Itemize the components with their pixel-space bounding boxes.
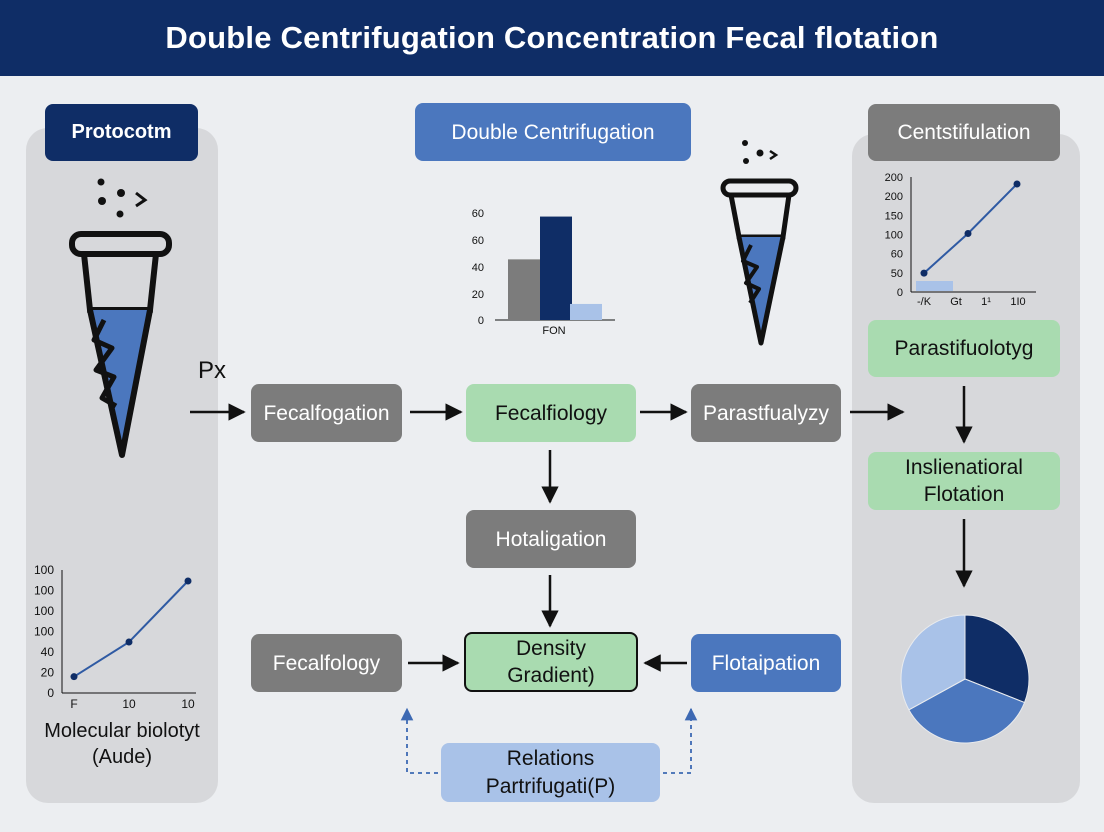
left-panel <box>26 128 218 803</box>
density-gradient-line1: Density <box>515 637 587 660</box>
inslienatioral-line1: Inslienatioral <box>905 456 1023 479</box>
pie-slice <box>964 614 1030 704</box>
left-x-tick-label: F <box>70 697 77 711</box>
right-y-tick-label: 50 <box>891 268 903 280</box>
dashed-arrow-right <box>663 707 698 774</box>
parastfualyzy-box: Parastfualyzy <box>691 384 841 442</box>
right-y-tick-label: 200 <box>885 191 903 203</box>
bar <box>570 303 602 320</box>
right-x-tick-label: -/K <box>917 296 932 308</box>
px-label: Px <box>198 357 227 384</box>
left-x-tick-label: 10 <box>122 697 136 711</box>
inslienatioral-flotation-box: Inslienatioral Flotation <box>868 452 1060 510</box>
left-y-tick-label: 100 <box>34 625 54 639</box>
right-x-tick-label: 1¹ <box>981 296 991 308</box>
density-gradient-box: Density Gradient) <box>464 632 638 692</box>
relations-line2: Partrifugati(P) <box>485 774 616 798</box>
relations-box: Relations Partrifugati(P) <box>441 743 660 802</box>
fecalfogation-box: Fecalfogation <box>251 384 402 442</box>
left-y-tick-label: 100 <box>34 563 54 577</box>
right-data-point <box>964 230 972 237</box>
left-caption-line1: Molecular biolotyt <box>44 720 200 742</box>
bar <box>508 259 540 320</box>
right-chart-bar <box>916 281 953 291</box>
bar-y-tick-label: 60 <box>472 235 484 247</box>
bar <box>540 216 572 320</box>
flotaipation-box: Flotaipation <box>691 634 841 692</box>
bar-x-tick-label: FON <box>542 325 565 337</box>
left-y-tick-label: 100 <box>34 604 54 618</box>
left-y-tick-label: 40 <box>41 645 55 659</box>
bar-y-tick-label: 60 <box>472 208 484 220</box>
pie-slice <box>900 614 966 711</box>
right-y-tick-label: 200 <box>885 172 903 184</box>
page-title: Double Centrifugation Concentration Feca… <box>0 0 1104 76</box>
center-title: Double Centrifugation <box>415 103 691 161</box>
left-data-point <box>70 673 78 681</box>
parastifuolotyg-box: Parastifuolotyg <box>868 320 1060 377</box>
density-gradient-line2: Gradient) <box>507 664 595 687</box>
right-data-point <box>1013 180 1021 188</box>
left-y-tick-label: 20 <box>41 666 55 680</box>
bar-y-tick-label: 0 <box>478 315 484 327</box>
center-test-tube-icon <box>720 140 799 346</box>
right-x-tick-label: Gt <box>950 296 962 308</box>
right-panel-title: Centstifulation <box>868 104 1060 161</box>
left-data-point <box>125 638 133 646</box>
inslienatioral-line2: Flotation <box>923 483 1005 506</box>
dashed-arrow-left <box>400 707 438 774</box>
right-y-tick-label: 150 <box>885 210 903 222</box>
right-y-tick-label: 0 <box>897 287 903 299</box>
left-y-tick-label: 0 <box>47 686 54 700</box>
test-tube-icon <box>69 178 172 458</box>
right-line-chart: 200 200 150 100 60 50 0 -/K Gt 1¹ 1I0 <box>885 172 1036 308</box>
fecalfiology-box: Fecalfiology <box>466 384 636 442</box>
left-x-tick-label: 10 <box>181 697 195 711</box>
pie-slice <box>908 678 1026 744</box>
hotaligation-box: Hotaligation <box>466 510 636 568</box>
bar-y-tick-label: 20 <box>472 289 484 301</box>
right-y-tick-label: 100 <box>885 230 903 242</box>
right-data-point <box>920 269 928 277</box>
left-panel-title: Protocotm <box>45 104 198 161</box>
left-line-chart: 100 100 100 100 40 20 0F 10 10 <box>34 563 196 711</box>
fecalfology-box: Fecalfology <box>251 634 402 692</box>
left-y-tick-label: 100 <box>34 584 54 598</box>
pie-chart <box>900 614 1030 744</box>
left-caption-line2: (Aude) <box>91 746 153 768</box>
left-data-point <box>184 577 192 585</box>
bar-y-tick-label: 40 <box>472 262 484 274</box>
right-x-tick-label: 1I0 <box>1010 296 1025 308</box>
right-y-tick-label: 60 <box>891 249 903 261</box>
relations-line1: Relations <box>506 746 595 770</box>
